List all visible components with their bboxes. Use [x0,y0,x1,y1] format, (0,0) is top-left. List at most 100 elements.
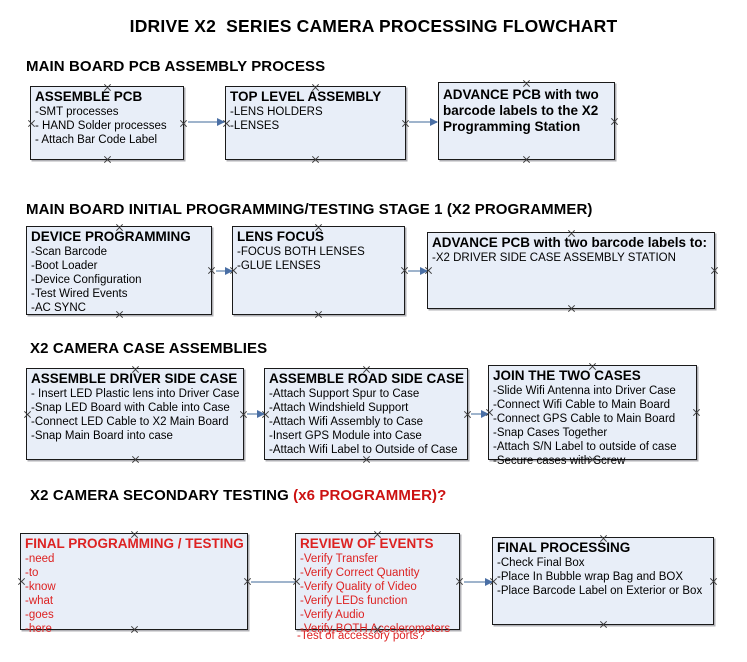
section-header-x2-camera-case-assemblies: X2 CAMERA CASE ASSEMBLIES [30,340,267,357]
node-device-programming[interactable]: DEVICE PROGRAMMING -Scan Barcode -Boot L… [26,226,212,315]
node-line: -Attach Wifi Assembly to Case [269,416,424,428]
node-line: -Device Configuration [31,274,142,286]
section-header-text: X2 CAMERA CASE ASSEMBLIES [30,340,268,357]
node-line: -Attach S/N Label to outside of case [493,441,677,453]
arrowhead-icon [225,266,233,275]
node-assemble-road-side-case[interactable]: ASSEMBLE ROAD SIDE CASE -Attach Support … [264,368,468,460]
node-title: ASSEMBLE DRIVER SIDE CASE [31,371,238,386]
node-line: - HAND Solder processes [35,120,167,132]
node-line: -Verify LEDs function [300,595,408,607]
node-line: -SMT processes [35,106,119,118]
connector-handle-bottom[interactable] [599,620,608,629]
arrowhead-icon [481,409,489,418]
node-line: -GLUE LENSES [237,260,321,272]
node-lens-focus[interactable]: LENS FOCUS -FOCUS BOTH LENSES -GLUE LENS… [232,226,405,315]
node-line: -AC SYNC [31,302,86,314]
node-title: ASSEMBLE PCB [35,89,143,104]
section-header-text: MAIN BOARD INITIAL PROGRAMMING/TESTING S… [26,201,593,218]
node-line: -Place Barcode Label on Exterior or Box [497,585,703,597]
connector-handle-bottom[interactable] [522,155,531,164]
node-line: -Attach Wifi Label to Outside of Case [269,444,458,456]
node-title: JOIN THE TWO CASES [493,368,641,383]
node-line: -LENS HOLDERS [230,106,323,118]
node-join-the-two-cases[interactable]: JOIN THE TWO CASES -Slide Wifi Antenna i… [488,365,697,467]
node-line: -Verify Quality of Video [300,581,417,593]
node-line: -FOCUS BOTH LENSES [237,246,365,258]
node-line: -Connect LED Cable to X2 Main Board [31,416,229,428]
node-title: ADVANCE PCB with two barcode labels to: [432,235,708,250]
connector-handle-bottom[interactable] [131,455,140,464]
section-header-accent-text: (x6 PROGRAMMER)? [293,487,447,504]
connector-handle-right[interactable] [710,266,719,275]
node-line: -Verify BOTH Accelerometers [300,623,451,635]
node-assemble-pcb[interactable]: ASSEMBLE PCB -SMT processes - HAND Solde… [30,86,184,160]
arrowhead-icon [217,117,225,126]
node-line: -what [25,595,54,607]
node-advance-pcb-driver-side-case[interactable]: ADVANCE PCB with two barcode labels to: … [427,232,715,309]
arrowhead-icon [485,577,493,586]
node-line: -Place In Bubble wrap Bag and BOX [497,571,684,583]
connector-road-case-to-join-cases [471,409,489,418]
node-title: LENS FOCUS [237,229,325,244]
node-title: ADVANCE PCB with two barcode labels to t… [443,87,599,134]
arrowhead-icon [420,266,428,275]
node-review-of-events[interactable]: REVIEW OF EVENTS -Verify Transfer -Verif… [295,533,460,635]
connector-assemble-pcb-to-top-level [188,117,225,126]
node-line: -Secure cases with Screw [493,455,626,467]
connector-handle-bottom[interactable] [103,155,112,164]
node-final-programming-testing[interactable]: FINAL PROGRAMMING / TESTING -need -to -k… [20,533,248,635]
node-line: -Test Wired Events [31,288,128,300]
node-line: -goes [25,609,54,621]
page-title: IDRIVE X2 SERIES CAMERA PROCESSING FLOWC… [129,16,618,36]
section-header-text: X2 CAMERA SECONDARY TESTING [30,487,294,504]
node-line: - Attach Bar Code Label [35,134,158,146]
node-line: -Check Final Box [497,557,585,569]
connector-driver-case-to-road-case [247,409,265,418]
node-line: -Connect GPS Cable to Main Board [493,413,676,425]
arrowhead-icon [430,117,438,126]
node-line: -Scan Barcode [31,246,108,258]
section-header-text: MAIN BOARD PCB ASSEMBLY PROCESS [26,58,326,75]
node-title: ASSEMBLE ROAD SIDE CASE [269,371,465,386]
node-line: -Verify Transfer [300,553,378,565]
node-line: -X2 DRIVER SIDE CASE ASSEMBLY STATION [432,252,676,264]
connector-handle-bottom[interactable] [311,155,320,164]
node-line: -LENSES [230,120,280,132]
node-title: TOP LEVEL ASSEMBLY [230,89,382,104]
node-line: -here [25,623,52,635]
connector-top-level-to-advance-pcb [409,117,438,126]
connector-review-of-events-to-final-processing [464,577,493,586]
node-line: -need [25,553,55,565]
node-line: -know [25,581,56,593]
node-line-overflow: -Test of accessory ports? [297,630,425,642]
connector-lens-focus-to-advance-pcb [408,266,428,275]
connector-handle-bottom[interactable] [314,310,323,319]
node-line: -Verify Correct Quantity [300,567,420,579]
node-line: -Snap LED Board with Cable into Case [31,402,230,414]
node-line: -Snap Main Board into case [31,430,173,442]
node-line: -Slide Wifi Antenna into Driver Case [493,385,676,397]
node-final-processing[interactable]: FINAL PROCESSING -Check Final Box -Place… [492,537,714,625]
node-line: -Insert GPS Module into Case [269,430,422,442]
section-header-x2-camera-secondary-testing: X2 CAMERA SECONDARY TESTING (x6 PROGRAMM… [30,487,446,504]
node-line: -Connect Wifi Cable to Main Board [493,399,671,411]
node-assemble-driver-side-case[interactable]: ASSEMBLE DRIVER SIDE CASE - Insert LED P… [26,368,244,460]
node-line: - Insert LED Plastic lens into Driver Ca… [31,388,240,400]
connector-device-programming-to-lens-focus [216,266,233,275]
node-title: REVIEW OF EVENTS [300,536,434,551]
node-line: -Boot Loader [31,260,98,272]
node-line: -Attach Support Spur to Case [269,388,420,400]
node-line: -Snap Cases Together [493,427,608,439]
node-line: -Verify Audio [300,609,365,621]
node-line: -to [25,567,39,579]
node-top-level-assembly[interactable]: TOP LEVEL ASSEMBLY -LENS HOLDERS -LENSES [225,86,406,160]
node-title: DEVICE PROGRAMMING [31,229,191,244]
node-title: FINAL PROCESSING [497,540,631,555]
connector-final-programming-to-review-of-events [251,581,297,583]
connector-handle-bottom[interactable] [567,304,576,313]
node-advance-pcb-programming-station[interactable]: ADVANCE PCB with two barcode labels to t… [438,82,615,160]
node-title: FINAL PROGRAMMING / TESTING [25,536,244,551]
section-header-main-board-pcb-assembly: MAIN BOARD PCB ASSEMBLY PROCESS [26,58,325,75]
section-header-main-board-initial-programming: MAIN BOARD INITIAL PROGRAMMING/TESTING S… [26,201,593,218]
